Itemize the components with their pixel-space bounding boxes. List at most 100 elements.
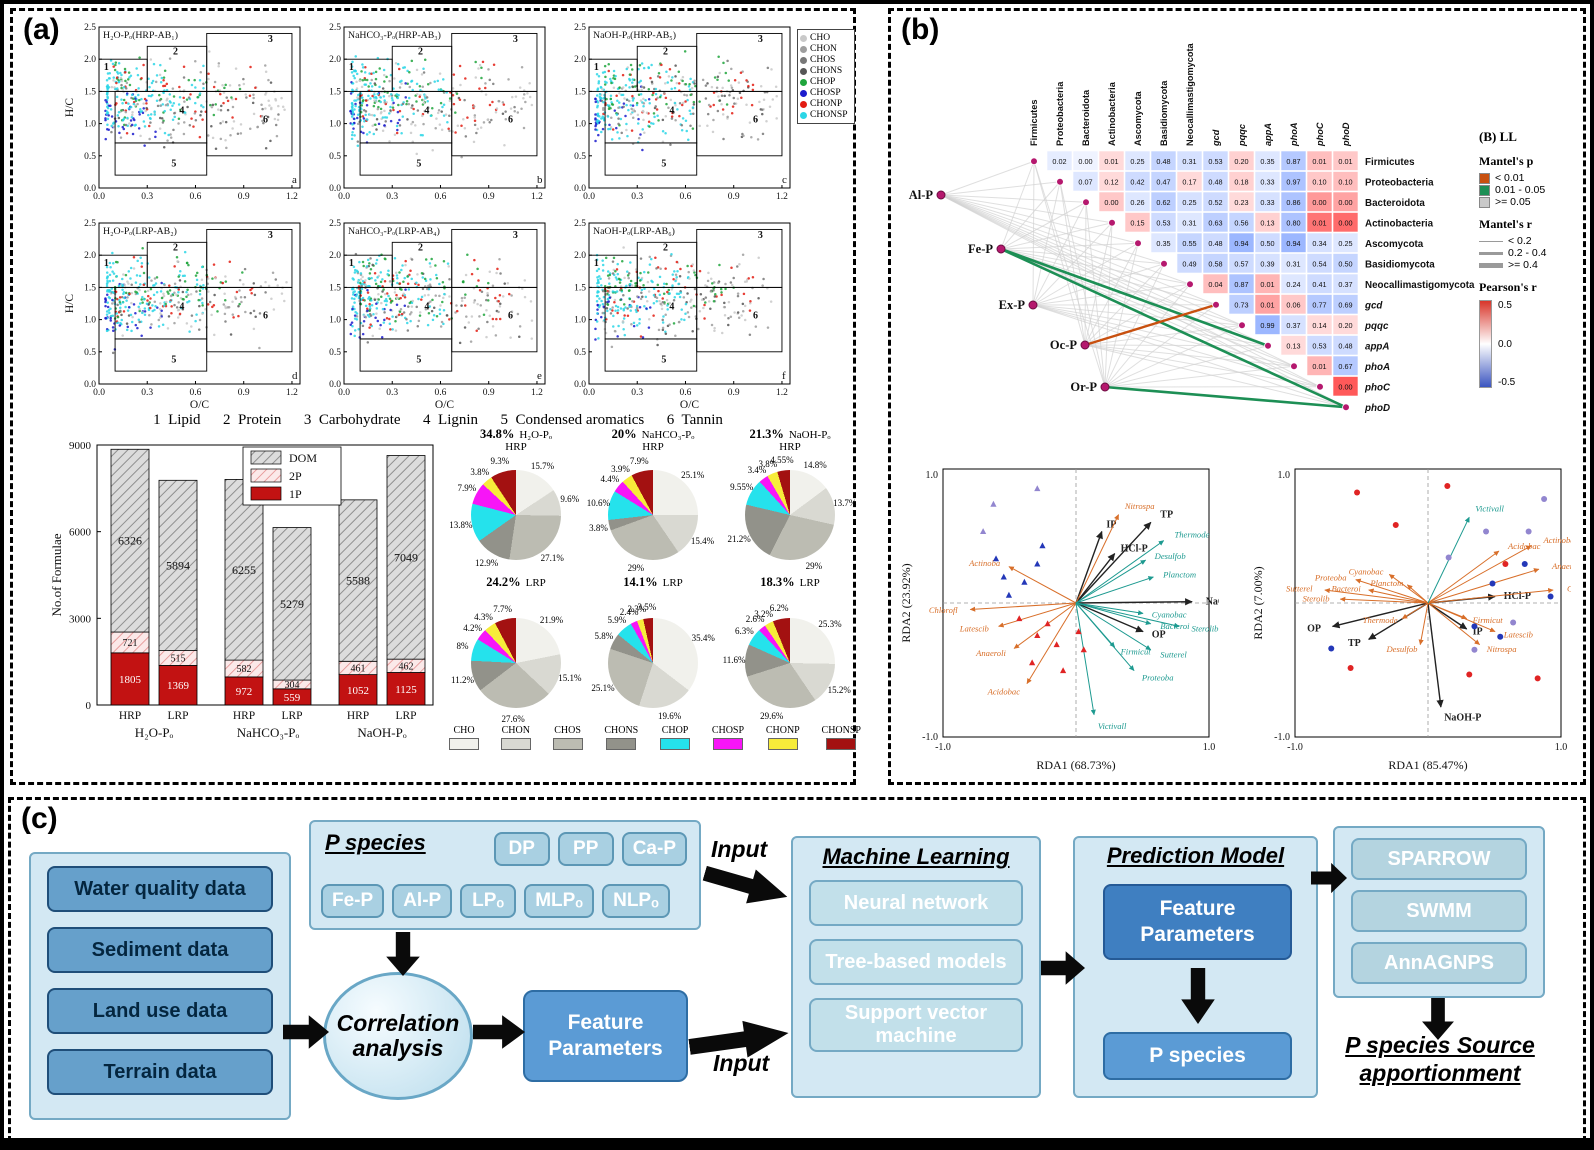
svg-text:3000: 3000	[69, 613, 92, 625]
svg-text:3: 3	[758, 230, 763, 241]
svg-text:Ascomycota: Ascomycota	[1133, 90, 1143, 146]
svg-text:1: 1	[594, 62, 599, 73]
pie-circle	[608, 470, 698, 560]
svg-text:OP: OP	[1307, 624, 1321, 635]
pie-legend-swatch	[606, 738, 637, 750]
svg-text:H₂O-Pₒ: H₂O-Pₒ	[135, 725, 174, 740]
svg-text:Basidiomycota: Basidiomycota	[1159, 80, 1169, 146]
svg-text:2: 2	[418, 47, 423, 58]
svg-text:0.00: 0.00	[1078, 157, 1092, 166]
svg-text:5279: 5279	[280, 597, 304, 611]
pie-slice-label: 19.6%	[658, 711, 682, 722]
pie-legend-item: CHON	[500, 725, 531, 750]
svg-text:0.10: 0.10	[1312, 177, 1326, 186]
svg-text:0.94: 0.94	[1286, 239, 1300, 248]
svg-text:0.3: 0.3	[631, 192, 643, 202]
svg-text:1.0: 1.0	[1203, 742, 1216, 753]
svg-text:5: 5	[661, 355, 666, 366]
svg-text:2.5: 2.5	[329, 219, 341, 229]
svg-text:2: 2	[663, 47, 668, 58]
svg-text:0.50: 0.50	[1338, 259, 1352, 268]
svg-text:appA: appA	[1263, 123, 1273, 146]
svg-text:2.5: 2.5	[329, 23, 341, 33]
svg-text:0.31: 0.31	[1286, 259, 1300, 268]
pie-group: HRP	[505, 441, 527, 453]
pie-title: 14.1%LRP	[623, 575, 683, 589]
pie-slice-label: 3.5%	[637, 602, 657, 613]
svg-text:1.2: 1.2	[531, 192, 543, 202]
svg-text:0.54: 0.54	[1312, 259, 1326, 268]
svg-text:Chlorofl: Chlorofl	[929, 605, 958, 615]
svg-text:0.5: 0.5	[84, 152, 96, 162]
svg-text:0.77: 0.77	[1312, 300, 1326, 309]
p-species-chip: DP	[493, 832, 550, 866]
svg-text:2.5: 2.5	[574, 23, 586, 33]
legend-dot	[800, 78, 807, 86]
svg-text:0.31: 0.31	[1182, 218, 1196, 227]
svg-text:O/C: O/C	[435, 399, 455, 410]
svg-text:0.26: 0.26	[1130, 198, 1144, 207]
svg-text:0.01: 0.01	[1312, 157, 1326, 166]
svg-text:972: 972	[236, 686, 253, 698]
feature-parameters-label: Feature Parameters	[548, 1010, 663, 1060]
svg-text:0.87: 0.87	[1234, 280, 1248, 289]
svg-text:0.5: 0.5	[574, 152, 586, 162]
p-species-chip: PP	[557, 832, 614, 866]
svg-text:0.97: 0.97	[1286, 177, 1300, 186]
pie-slice-label: 7.9%	[629, 455, 649, 466]
svg-text:6: 6	[263, 114, 268, 125]
svg-text:2.0: 2.0	[84, 55, 96, 65]
svg-text:2: 2	[418, 243, 423, 254]
svg-text:NaOH-P: NaOH-P	[1206, 597, 1219, 608]
svg-text:IP: IP	[1106, 519, 1116, 530]
svg-text:1.0: 1.0	[926, 470, 939, 481]
svg-text:0.01: 0.01	[1312, 218, 1326, 227]
svg-text:Sterolib: Sterolib	[1192, 624, 1219, 634]
svg-text:1.2: 1.2	[286, 388, 298, 398]
svg-text:phoA: phoA	[1289, 123, 1299, 147]
mantel-r-title: Mantel's r	[1479, 217, 1532, 231]
pie-legend-item: CHOSP	[712, 725, 744, 750]
svg-text:3: 3	[268, 34, 273, 45]
svg-text:Cyanobac: Cyanobac	[1349, 567, 1384, 577]
pie-group: HRP	[642, 441, 664, 453]
legend-dot	[800, 45, 807, 53]
pie-slice-label: 7.9%	[457, 483, 477, 494]
watershed-model-item: SWMM	[1351, 890, 1527, 932]
svg-text:Victivall: Victivall	[1475, 504, 1504, 514]
p-species-chip: Ca-P	[621, 832, 687, 866]
svg-text:Firmicut: Firmicut	[1472, 615, 1504, 625]
svg-text:0.99: 0.99	[1260, 321, 1274, 330]
pie-slice-label: 27.1%	[540, 552, 564, 563]
svg-text:1.5: 1.5	[84, 283, 96, 293]
svg-text:d: d	[292, 370, 298, 382]
svg-text:4: 4	[669, 105, 674, 116]
pie-slice-label: 13.7%	[833, 498, 857, 509]
svg-text:1.0: 1.0	[329, 120, 341, 130]
svg-text:Sterolib: Sterolib	[1303, 594, 1331, 604]
svg-text:Victivall: Victivall	[1098, 721, 1127, 731]
svg-text:3: 3	[758, 34, 763, 45]
svg-text:Latescib: Latescib	[1503, 629, 1534, 639]
svg-text:0.3: 0.3	[141, 192, 153, 202]
svg-text:NaOH-P: NaOH-P	[1444, 712, 1481, 723]
svg-text:H/C: H/C	[64, 294, 76, 314]
svg-text:Proteobacteria: Proteobacteria	[1365, 177, 1434, 188]
svg-text:0.00: 0.00	[1312, 198, 1326, 207]
svg-text:304: 304	[285, 680, 300, 691]
svg-text:721: 721	[123, 638, 138, 649]
svg-text:0.34: 0.34	[1312, 239, 1326, 248]
svg-text:0: 0	[86, 700, 92, 712]
svg-text:0.35: 0.35	[1260, 157, 1274, 166]
svg-text:2.5: 2.5	[574, 219, 586, 229]
svg-text:0.0: 0.0	[84, 380, 96, 390]
svg-text:0.6: 0.6	[680, 388, 692, 398]
svg-text:1: 1	[349, 62, 354, 73]
svg-text:0.63: 0.63	[1208, 218, 1222, 227]
pie-circle	[471, 470, 561, 560]
